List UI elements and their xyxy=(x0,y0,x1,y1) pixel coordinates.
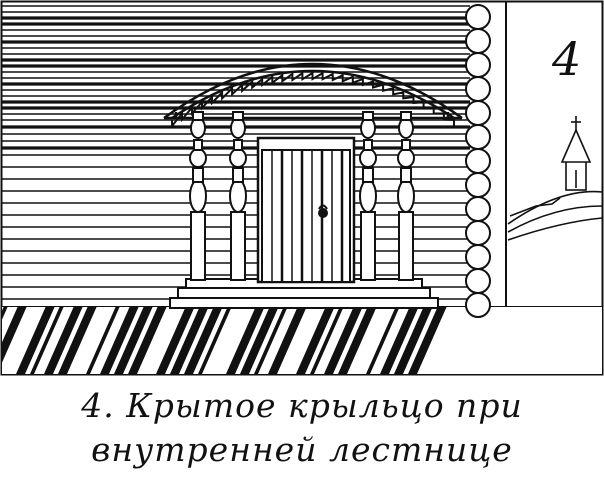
caption-line-1: 4. Крытое крыльцо при xyxy=(81,386,523,425)
frame-border xyxy=(0,0,604,376)
porch-drawing xyxy=(0,0,604,376)
carved-columns xyxy=(189,111,415,281)
porch-steps xyxy=(169,278,439,309)
distant-church xyxy=(507,116,603,241)
floor-stripes xyxy=(2,306,602,374)
door-handle-icon xyxy=(318,208,328,218)
figure-number-mark: 4 xyxy=(552,32,582,86)
canopy xyxy=(163,62,463,129)
caption-line-2: внутренней лестнице xyxy=(91,430,513,469)
corner-log-ends xyxy=(465,4,491,318)
figure-caption: 4. Крытое крыльцо при внутренней лестниц… xyxy=(0,384,604,472)
illustration-frame xyxy=(0,0,604,376)
door xyxy=(256,136,356,284)
